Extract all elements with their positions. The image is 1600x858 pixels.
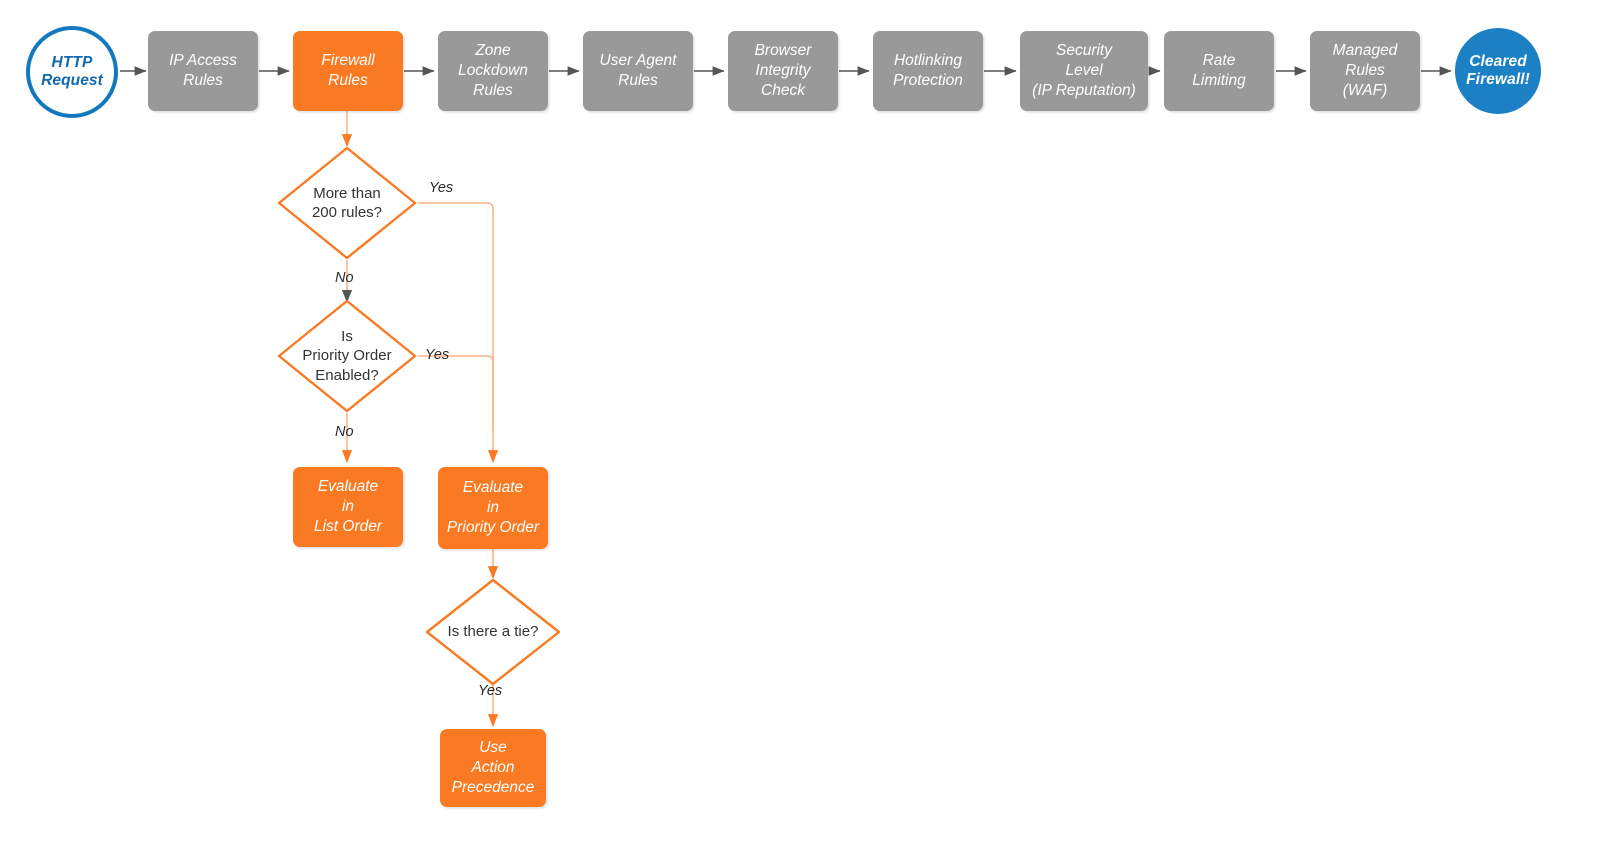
node-evaluate-in-list-order-label: Evaluate in List Order xyxy=(313,477,383,536)
node-evaluate-in-list-order[interactable]: Evaluate in List Order xyxy=(293,467,403,547)
node-user-agent-rules-label: User Agent Rules xyxy=(599,52,677,89)
edge-label-no-priority-order: No xyxy=(335,424,354,440)
node-cleared-firewall[interactable]: Cleared Firewall! xyxy=(1455,28,1541,114)
node-evaluate-in-priority-order[interactable]: Evaluate in Priority Order xyxy=(438,467,548,549)
node-http-request-label: HTTP Request xyxy=(41,53,103,89)
node-managed-rules-waf[interactable]: Managed Rules (WAF) xyxy=(1310,31,1420,111)
node-http-request[interactable]: HTTP Request xyxy=(26,26,118,118)
node-decision-is-there-a-tie-label: Is there a tie? xyxy=(447,623,539,641)
node-browser-integrity-check-label: Browser Integrity Check xyxy=(754,42,812,99)
node-hotlinking-protection[interactable]: Hotlinking Protection xyxy=(873,31,983,111)
edge-label-yes-more-than-200: Yes xyxy=(429,180,454,196)
node-ip-access-rules-label: IP Access Rules xyxy=(169,52,237,89)
node-security-level[interactable]: Security Level (IP Reputation) xyxy=(1020,31,1148,111)
node-rate-limiting[interactable]: Rate Limiting xyxy=(1164,31,1274,111)
node-zone-lockdown-rules[interactable]: Zone Lockdown Rules xyxy=(438,31,548,111)
node-browser-integrity-check[interactable]: Browser Integrity Check xyxy=(728,31,838,111)
node-decision-more-than-200-rules[interactable]: More than 200 rules? xyxy=(277,146,417,260)
node-use-action-precedence-label: Use Action Precedence xyxy=(451,738,535,797)
node-use-action-precedence[interactable]: Use Action Precedence xyxy=(440,729,546,807)
node-firewall-rules-label: Firewall Rules xyxy=(321,52,375,89)
node-cleared-firewall-label: Cleared Firewall! xyxy=(1466,52,1530,88)
edge-decision1-yes xyxy=(418,202,499,463)
diamond-shape-icon xyxy=(277,299,417,413)
node-rate-limiting-label: Rate Limiting xyxy=(1192,52,1246,89)
node-zone-lockdown-rules-label: Zone Lockdown Rules xyxy=(458,42,528,99)
node-user-agent-rules[interactable]: User Agent Rules xyxy=(583,31,693,111)
node-decision-more-than-200-rules-label: More than 200 rules? xyxy=(311,184,383,222)
node-hotlinking-protection-label: Hotlinking Protection xyxy=(893,52,963,89)
edge-label-yes-is-there-a-tie: Yes xyxy=(478,683,503,699)
edge-label-no-more-than-200: No xyxy=(335,270,354,286)
diamond-shape-icon xyxy=(277,146,417,260)
node-evaluate-in-priority-order-label: Evaluate in Priority Order xyxy=(446,478,540,537)
node-firewall-rules[interactable]: Firewall Rules xyxy=(293,31,403,111)
node-decision-is-priority-order-enabled-label: Is Priority Order Enabled? xyxy=(302,327,392,384)
node-security-level-label: Security Level (IP Reputation) xyxy=(1032,42,1136,99)
node-managed-rules-waf-label: Managed Rules (WAF) xyxy=(1332,42,1398,99)
node-decision-is-there-a-tie[interactable]: Is there a tie? xyxy=(425,578,561,686)
node-decision-is-priority-order-enabled[interactable]: Is Priority Order Enabled? xyxy=(277,299,417,413)
edge-label-yes-priority-order: Yes xyxy=(425,347,450,363)
node-ip-access-rules[interactable]: IP Access Rules xyxy=(148,31,258,111)
edge-decision2-yes xyxy=(418,355,494,430)
